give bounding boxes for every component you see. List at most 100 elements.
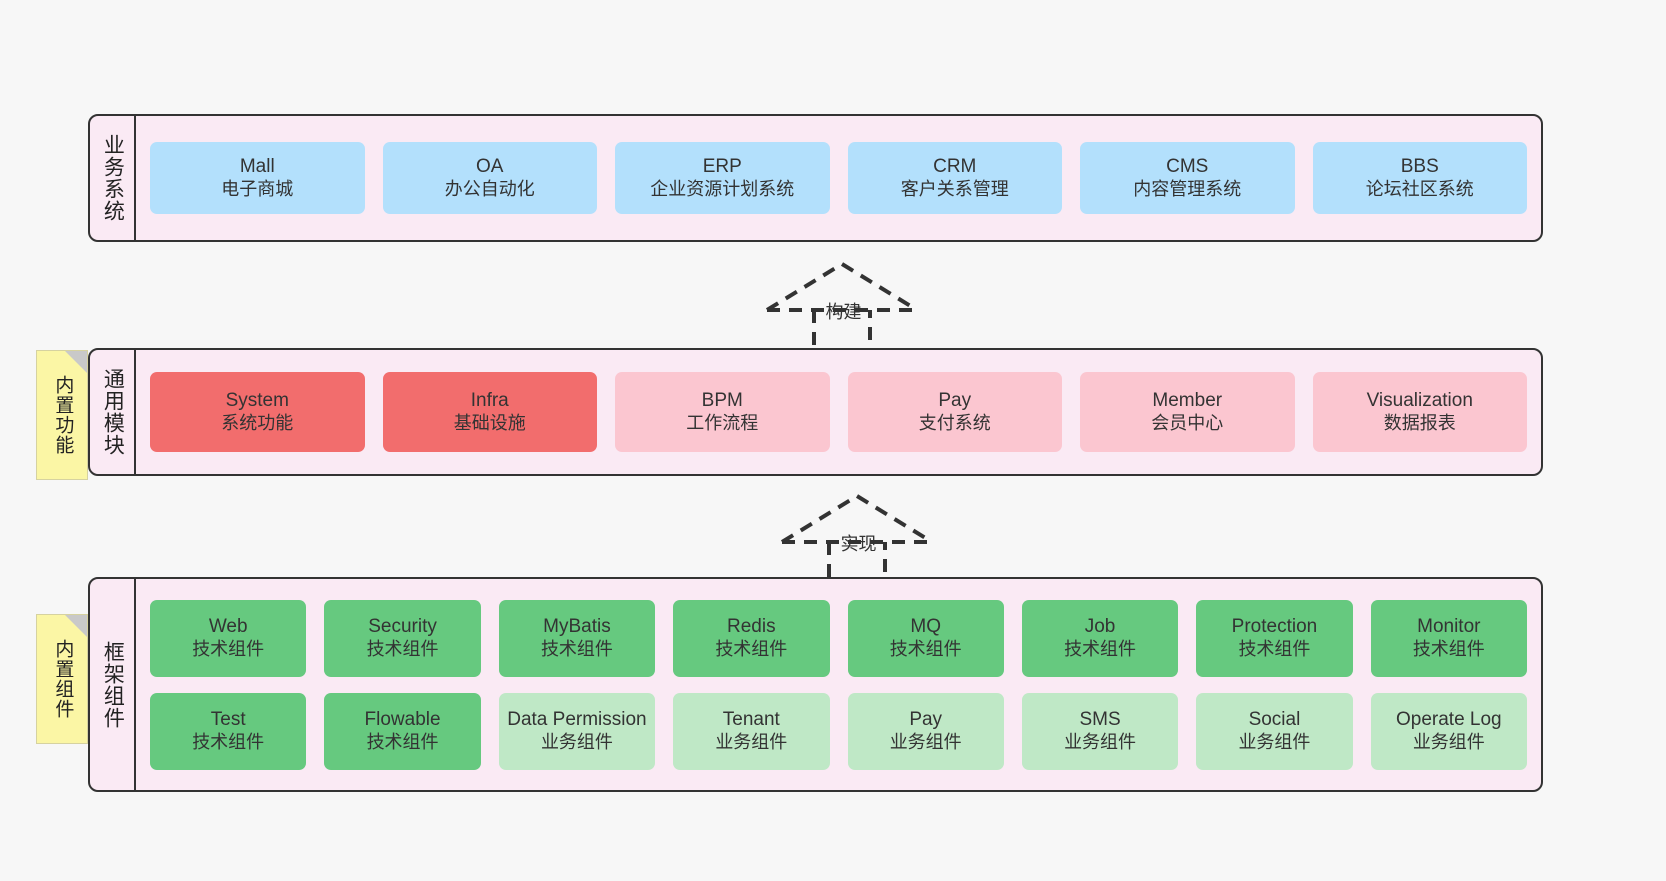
card-flowable-title: Flowable (364, 709, 441, 731)
layer-title-common: 通用模块 (90, 350, 136, 474)
note-builtin-components: 内置组件 (36, 614, 88, 744)
card-pay-module[interactable]: Pay 支付系统 (847, 372, 1062, 452)
card-bbs-subtitle: 论坛社区系统 (1365, 178, 1474, 199)
card-test[interactable]: Test 技术组件 (150, 692, 307, 770)
card-member[interactable]: Member 会员中心 (1080, 372, 1295, 452)
layer-common-modules: 通用模块 System 系统功能 Infra 基础设施 BPM 工作流程 Pay… (88, 348, 1543, 476)
connector-build-label: 构建 (825, 302, 862, 322)
card-erp-title: ERP (702, 156, 742, 178)
card-bpm-subtitle: 工作流程 (686, 412, 759, 433)
card-social-title: Social (1248, 709, 1301, 731)
card-monitor-subtitle: 技术组件 (1412, 638, 1485, 659)
connector-build: 构建 (757, 258, 927, 354)
card-mybatis[interactable]: MyBatis 技术组件 (498, 599, 656, 677)
card-job-title: Job (1084, 616, 1116, 638)
card-flowable[interactable]: Flowable 技术组件 (324, 692, 481, 770)
card-web-title: Web (208, 616, 248, 638)
card-crm-subtitle: 客户关系管理 (900, 178, 1009, 199)
card-mall-subtitle: 电子商城 (221, 178, 294, 199)
layer-title-framework: 框架组件 (90, 579, 136, 790)
card-redis[interactable]: Redis 技术组件 (673, 599, 830, 677)
card-sms-subtitle: 业务组件 (1064, 731, 1137, 752)
card-bbs-title: BBS (1400, 156, 1439, 178)
connector-implement: 实现 (772, 490, 942, 586)
card-operate-log[interactable]: Operate Log 业务组件 (1370, 692, 1527, 770)
note-fold-corner-icon (65, 615, 87, 637)
card-system[interactable]: System 系统功能 (150, 372, 365, 452)
card-pay-component[interactable]: Pay 业务组件 (847, 692, 1004, 770)
card-system-title: System (225, 390, 289, 412)
card-pay-module-subtitle: 支付系统 (918, 412, 991, 433)
card-system-subtitle: 系统功能 (221, 412, 294, 433)
card-pay-module-title: Pay (938, 390, 972, 412)
card-visualization-subtitle: 数据报表 (1383, 412, 1456, 433)
card-oa[interactable]: OA 办公自动化 (382, 142, 597, 214)
card-monitor[interactable]: Monitor 技术组件 (1370, 599, 1527, 677)
card-cms[interactable]: CMS 内容管理系统 (1080, 142, 1295, 214)
card-social[interactable]: Social 业务组件 (1196, 692, 1353, 770)
card-erp-subtitle: 企业资源计划系统 (650, 178, 795, 199)
card-oa-subtitle: 办公自动化 (444, 178, 535, 199)
connector-implement-label: 实现 (840, 534, 877, 554)
card-sms[interactable]: SMS 业务组件 (1021, 692, 1179, 770)
card-data-permission-title: Data Permission (507, 709, 647, 731)
card-web-subtitle: 技术组件 (192, 638, 265, 659)
card-cms-title: CMS (1166, 156, 1209, 178)
card-data-permission[interactable]: Data Permission 业务组件 (498, 692, 656, 770)
framework-row-technical: Web 技术组件 Security 技术组件 MyBatis 技术组件 Redi… (150, 599, 1527, 677)
card-security-title: Security (368, 616, 437, 638)
card-tenant-subtitle: 业务组件 (715, 731, 788, 752)
card-job-subtitle: 技术组件 (1064, 638, 1137, 659)
card-mq-subtitle: 技术组件 (889, 638, 962, 659)
card-data-permission-subtitle: 业务组件 (540, 731, 613, 752)
framework-row-business: Test 技术组件 Flowable 技术组件 Data Permission … (150, 692, 1527, 770)
card-infra[interactable]: Infra 基础设施 (382, 372, 597, 452)
layer-body-common: System 系统功能 Infra 基础设施 BPM 工作流程 Pay 支付系统… (136, 350, 1541, 474)
card-erp[interactable]: ERP 企业资源计划系统 (615, 142, 830, 214)
card-pay-component-subtitle: 业务组件 (889, 731, 962, 752)
card-operate-log-subtitle: 业务组件 (1412, 731, 1485, 752)
layer-title-business: 业务系统 (90, 116, 136, 240)
card-member-subtitle: 会员中心 (1151, 412, 1224, 433)
card-protection[interactable]: Protection 技术组件 (1196, 599, 1353, 677)
card-security-subtitle: 技术组件 (366, 638, 439, 659)
card-test-subtitle: 技术组件 (192, 731, 265, 752)
card-test-title: Test (210, 709, 246, 731)
card-tenant[interactable]: Tenant 业务组件 (673, 692, 830, 770)
card-member-title: Member (1152, 390, 1223, 412)
card-tenant-title: Tenant (722, 709, 780, 731)
card-cms-subtitle: 内容管理系统 (1133, 178, 1242, 199)
card-crm[interactable]: CRM 客户关系管理 (847, 142, 1062, 214)
card-mq[interactable]: MQ 技术组件 (847, 599, 1004, 677)
card-bbs[interactable]: BBS 论坛社区系统 (1312, 142, 1527, 214)
card-mybatis-title: MyBatis (543, 616, 611, 638)
card-job[interactable]: Job 技术组件 (1021, 599, 1179, 677)
business-row: Mall 电子商城 OA 办公自动化 ERP 企业资源计划系统 CRM 客户关系… (150, 142, 1527, 214)
card-crm-title: CRM (933, 156, 977, 178)
card-security[interactable]: Security 技术组件 (324, 599, 481, 677)
common-row: System 系统功能 Infra 基础设施 BPM 工作流程 Pay 支付系统… (150, 372, 1527, 452)
card-pay-component-title: Pay (909, 709, 943, 731)
card-bpm[interactable]: BPM 工作流程 (615, 372, 830, 452)
card-infra-subtitle: 基础设施 (453, 412, 526, 433)
card-visualization[interactable]: Visualization 数据报表 (1312, 372, 1527, 452)
card-protection-title: Protection (1231, 616, 1318, 638)
layer-framework-components: 框架组件 Web 技术组件 Security 技术组件 MyBatis 技术组件… (88, 577, 1543, 792)
card-mall[interactable]: Mall 电子商城 (150, 142, 365, 214)
card-monitor-title: Monitor (1417, 616, 1481, 638)
card-web[interactable]: Web 技术组件 (150, 599, 307, 677)
note-builtin-functions: 内置功能 (36, 350, 88, 480)
note-builtin-functions-label: 内置功能 (52, 375, 74, 455)
card-redis-subtitle: 技术组件 (715, 638, 788, 659)
note-fold-corner-icon (65, 351, 87, 373)
card-protection-subtitle: 技术组件 (1238, 638, 1311, 659)
layer-business-systems: 业务系统 Mall 电子商城 OA 办公自动化 ERP 企业资源计划系统 CRM… (88, 114, 1543, 242)
card-mq-title: MQ (910, 616, 941, 638)
card-redis-title: Redis (727, 616, 776, 638)
card-mybatis-subtitle: 技术组件 (540, 638, 613, 659)
card-social-subtitle: 业务组件 (1238, 731, 1311, 752)
card-operate-log-title: Operate Log (1395, 709, 1502, 731)
note-builtin-components-label: 内置组件 (52, 639, 74, 719)
card-flowable-subtitle: 技术组件 (366, 731, 439, 752)
